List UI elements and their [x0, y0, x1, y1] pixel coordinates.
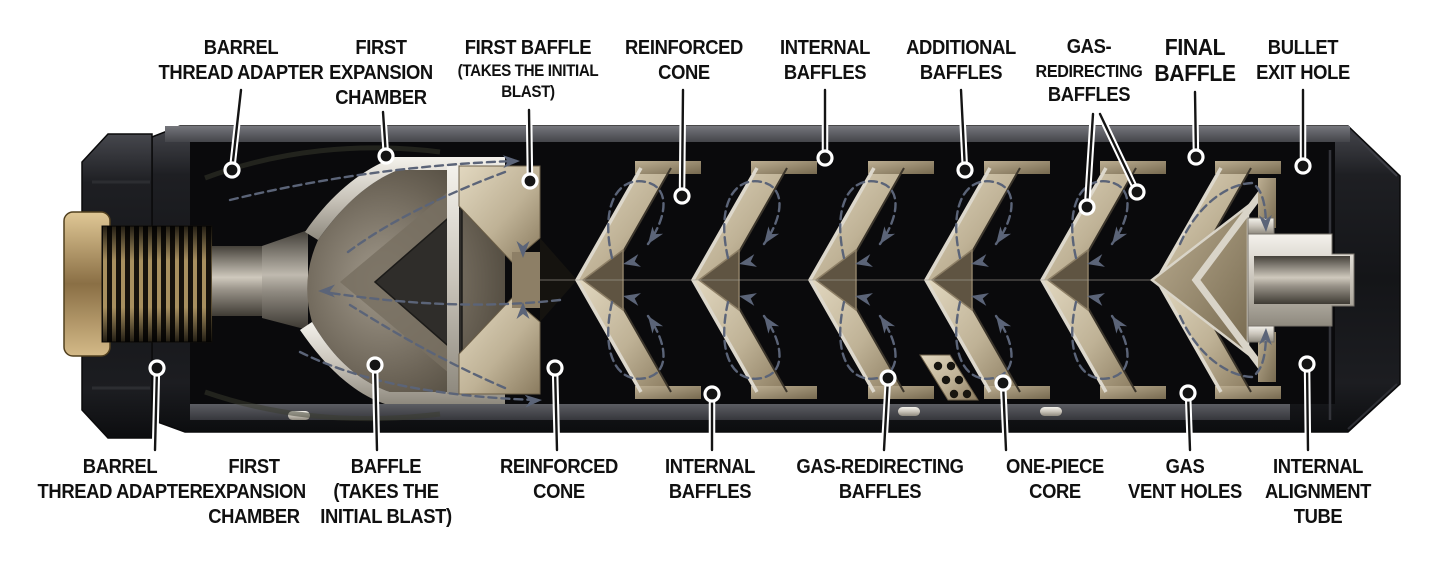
label-line: CHAMBER: [208, 506, 300, 528]
label-barrel-thread-adapter-top: BARREL THREAD ADAPTER: [151, 36, 330, 86]
label-line: GAS-REDIRECTING: [796, 456, 964, 478]
label-gas-vent-holes-bottom: GAS VENT HOLES: [1123, 455, 1247, 505]
label-line: REINFORCED: [500, 456, 618, 478]
label-line: FINAL: [1164, 34, 1226, 60]
label-internal-baffles-top: INTERNAL BAFFLES: [776, 36, 874, 86]
label-reinforced-cone-top: REINFORCED CONE: [620, 36, 748, 86]
label-line: CONE: [658, 62, 710, 84]
barrel-threads: [101, 225, 213, 343]
barrel-shank: [212, 246, 262, 316]
leader-lines: [148, 86, 1316, 454]
label-gas-redirecting-baffles-bottom: GAS-REDIRECTING BAFFLES: [789, 455, 971, 505]
label-line: FIRST: [228, 456, 280, 478]
label-final-baffle-top: FINAL BAFFLE: [1151, 34, 1239, 86]
label-line: REDIRECTING: [1035, 61, 1143, 81]
label-line: GAS-: [1066, 36, 1112, 58]
label-line: EXIT HOLE: [1256, 62, 1350, 84]
label-line: CHAMBER: [335, 87, 427, 109]
label-line: EXPANSION: [202, 481, 306, 503]
label-line: BARREL: [203, 37, 279, 59]
label-line: THREAD ADAPTER: [37, 481, 203, 503]
label-line: EXPANSION: [329, 62, 433, 84]
blast-baffle-cone: [373, 204, 463, 360]
label-line: ADDITIONAL: [906, 37, 1016, 59]
label-line: BARREL: [82, 456, 158, 478]
label-line: CORE: [1029, 481, 1081, 503]
label-line: INTERNAL: [664, 456, 756, 478]
label-line: (TAKES THE INITIAL: [457, 62, 599, 80]
label-first-baffle-top: FIRST BAFFLE (TAKES THE INITIAL BLAST): [452, 36, 605, 103]
label-gas-redirecting-baffles-top: GAS- REDIRECTING BAFFLES: [1031, 35, 1147, 108]
label-line: BAFFLES: [1047, 84, 1131, 106]
label-internal-baffles-bottom: INTERNAL BAFFLES: [661, 455, 759, 505]
label-line: INITIAL BLAST): [320, 506, 452, 528]
label-internal-alignment-tube-bottom: INTERNAL ALIGNMENT TUBE: [1260, 455, 1375, 530]
label-line: (TAKES THE: [333, 481, 439, 503]
barrel-thread-adapter: [63, 133, 308, 439]
label-first-expansion-chamber-top: FIRST EXPANSION CHAMBER: [325, 36, 438, 111]
label-line: BAFFLES: [783, 62, 867, 84]
label-bullet-exit-hole-top: BULLET EXIT HOLE: [1252, 36, 1354, 86]
label-line: INTERNAL: [1272, 456, 1364, 478]
label-line: BAFFLES: [919, 62, 1003, 84]
label-line: ONE-PIECE: [1006, 456, 1104, 478]
label-line: VENT HOLES: [1128, 481, 1242, 503]
label-line: REINFORCED: [625, 37, 743, 59]
label-line: CONE: [533, 481, 585, 503]
label-line: BULLET: [1267, 37, 1339, 59]
label-line: TUBE: [1293, 506, 1343, 528]
label-line: BAFFLES: [668, 481, 752, 503]
label-line: FIRST BAFFLE: [464, 37, 592, 59]
label-line: BAFFLES: [838, 481, 922, 503]
label-reinforced-cone-bottom: REINFORCED CONE: [495, 455, 623, 505]
label-line: BAFFLE: [350, 456, 422, 478]
label-line: ALIGNMENT: [1264, 481, 1372, 503]
gas-vent-holes: [919, 354, 979, 401]
label-line: THREAD ADAPTER: [158, 62, 324, 84]
label-additional-baffles-top: ADDITIONAL BAFFLES: [901, 36, 1020, 86]
label-line: INTERNAL: [779, 37, 871, 59]
baffle-stack: [540, 159, 1283, 401]
exit-tube: [1254, 256, 1350, 304]
exit-assembly: [1149, 178, 1355, 382]
label-line: FIRST: [355, 37, 407, 59]
label-baffle-bottom: BAFFLE (TAKES THE INITIAL BLAST): [315, 455, 458, 530]
label-line: BAFFLE: [1154, 60, 1236, 86]
label-first-expansion-chamber-bottom: FIRST EXPANSION CHAMBER: [198, 455, 311, 530]
label-line: BLAST): [501, 83, 555, 101]
gas-flow-arrows: [228, 154, 1273, 408]
label-one-piece-core-bottom: ONE-PIECE CORE: [1002, 455, 1108, 505]
label-barrel-thread-adapter-bottom: BARREL THREAD ADAPTER: [30, 455, 209, 505]
label-line: GAS: [1165, 456, 1205, 478]
